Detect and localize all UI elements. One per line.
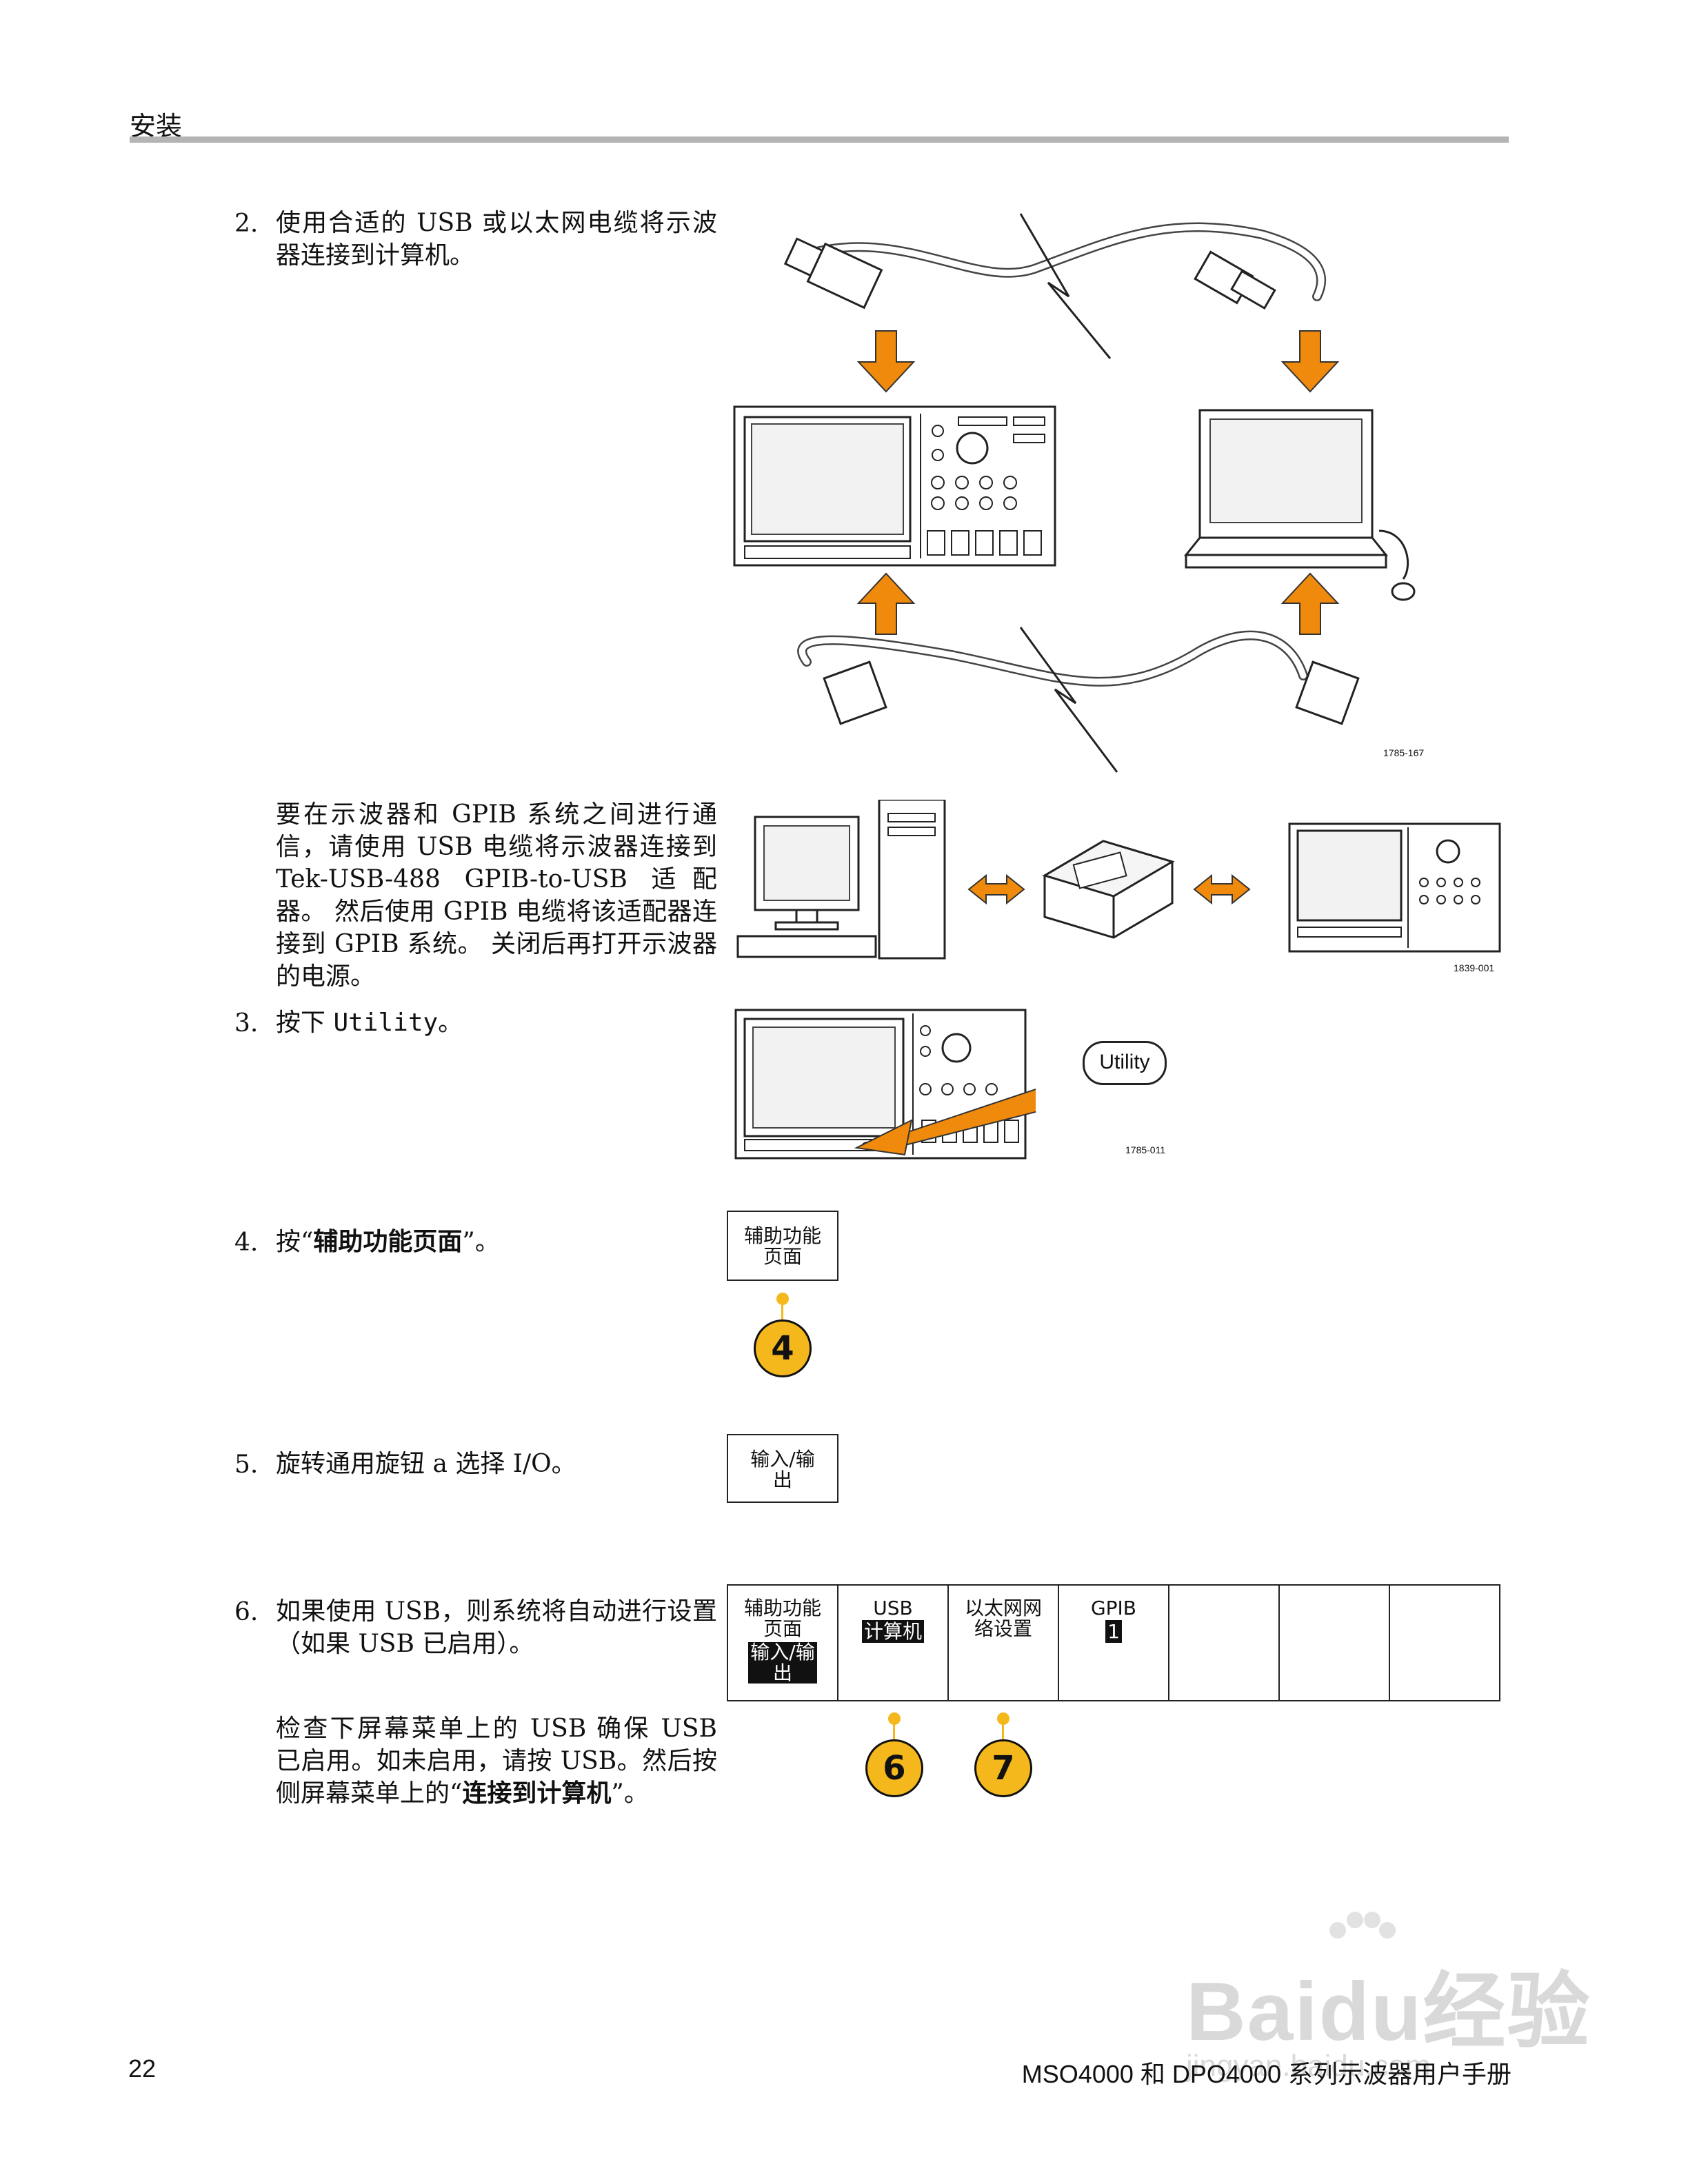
utility-button-label: Utility <box>1083 1041 1167 1085</box>
figure-id: 1785-167 <box>1383 747 1425 758</box>
step-5-number: 5. <box>234 1450 259 1479</box>
menu-utility-page[interactable]: 辅助功能 页面 输入/输 出 <box>728 1586 838 1700</box>
page-number: 22 <box>128 2054 157 2083</box>
down-arrow-icon <box>856 330 916 393</box>
connection-diagram <box>733 213 1416 773</box>
io-menu-button[interactable]: 输入/输 出 <box>727 1434 838 1503</box>
down-arrow-icon <box>1280 330 1340 393</box>
usb-a-plug-icon <box>1194 250 1276 310</box>
oscilloscope-icon <box>1288 822 1501 953</box>
callout-6: 6 <box>865 1739 923 1797</box>
step-6-text: 如果使用 USB，则系统将自动进行设置（如果 USB 已启用）。 <box>276 1597 717 1658</box>
callout-stem <box>1002 1719 1004 1739</box>
laptop-icon <box>1183 409 1416 601</box>
double-arrow-icon <box>967 873 1025 905</box>
step-6-note: 检查下屏幕菜单上的 USB 确保 USB 已启用。如未启用，请按 USB。然后按… <box>276 1715 717 1808</box>
step-5-text: 旋转通用旋钮 a 选择 I/O。 <box>276 1450 576 1478</box>
manual-title: MSO4000 和 DPO4000 系列示波器用户手册 <box>1021 2060 1511 2088</box>
menu-ethernet-settings[interactable]: 以太网网 络设置 <box>949 1586 1059 1700</box>
watermark-brand: Baidu经验 <box>1186 1965 1591 2058</box>
utility-page-button[interactable]: 辅助功能 页面 <box>727 1211 838 1281</box>
step-3-text: 按下 Utility。 <box>276 1009 463 1037</box>
menu-empty-slot[interactable] <box>1169 1586 1280 1700</box>
callout-7: 7 <box>974 1739 1032 1797</box>
up-arrow-icon <box>856 572 916 635</box>
desktop-computer-icon <box>736 800 946 960</box>
header-rule <box>130 136 1509 143</box>
gpib-text: 要在示波器和 GPIB 系统之间进行通信，请使用 USB 电缆将示波器连接到 T… <box>276 800 717 991</box>
menu-gpib[interactable]: GPIB 1 <box>1059 1586 1169 1700</box>
up-arrow-icon <box>1280 572 1340 635</box>
figure-id: 1785-011 <box>1125 1144 1166 1155</box>
menu-empty-slot[interactable] <box>1280 1586 1390 1700</box>
paw-icon <box>1329 1912 1396 1939</box>
ethernet-plug-icon <box>823 660 1360 725</box>
callout-4: 4 <box>754 1320 812 1377</box>
step-6-number: 6. <box>234 1598 259 1626</box>
step-4-text: 按“辅助功能页面”。 <box>276 1228 500 1256</box>
menu-usb[interactable]: USB 计算机 <box>838 1586 949 1700</box>
mouse-icon <box>1391 582 1416 601</box>
callout-stem <box>781 1299 783 1320</box>
double-arrow-icon <box>1193 873 1251 905</box>
gpib-diagram <box>736 800 1501 960</box>
watermark-url: jingyan.baidu.com <box>1186 2049 1431 2083</box>
figure-id: 1839-001 <box>1454 962 1495 973</box>
menu-empty-slot[interactable] <box>1390 1586 1499 1700</box>
step-4-number: 4. <box>234 1228 259 1257</box>
bottom-screen-menu: 辅助功能 页面 输入/输 出 USB 计算机 以太网网 络设置 GPIB 1 <box>727 1584 1500 1701</box>
oscilloscope-icon <box>733 405 1056 567</box>
step-2-number: 2. <box>234 210 259 238</box>
usb-b-plug-icon <box>783 237 883 310</box>
step-3-number: 3. <box>234 1009 259 1038</box>
callout-stem <box>893 1719 895 1739</box>
section-title: 安装 <box>130 111 183 141</box>
gpib-adapter-icon <box>1042 840 1175 939</box>
utility-front-panel <box>734 1009 1036 1160</box>
step-2-text: 使用合适的 USB 或以太网电缆将示波器连接到计算机。 <box>276 209 717 270</box>
